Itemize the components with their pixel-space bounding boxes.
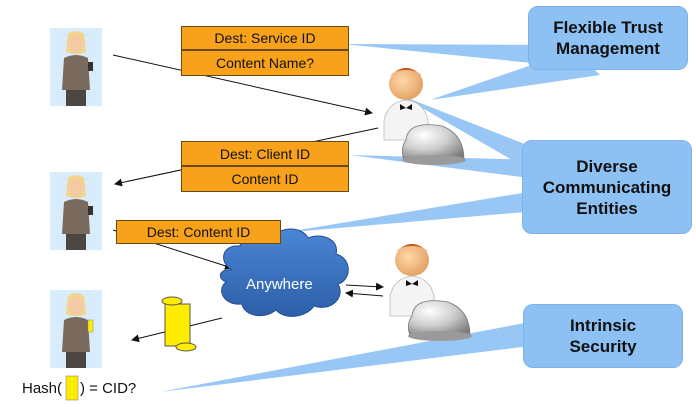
content-dest-box: Dest: Content ID [116,220,281,244]
pointer-security-to-hash [160,322,538,392]
arrow-client1-to-server1 [112,54,373,116]
arrow-server2-to-cloud [345,289,384,298]
server-waiter-1 [383,68,466,165]
cloud-label: Anywhere [246,276,313,293]
callout-trust-line-1: Flexible Trust [553,18,663,37]
pointer-diverse-to-content [281,190,548,233]
callout-diverse-line-2: Communicating [542,177,672,197]
callout-security-line-2: Security [569,337,637,356]
arrow-cloud-to-server2 [345,282,384,291]
callout-security-line-1: Intrinsic [569,316,637,335]
client-person-1 [50,28,102,106]
callout-flexible-trust: Flexible Trust Management [528,6,688,70]
callout-trust-line-2: Management [556,39,660,58]
hash-text-suffix: ) = CID? [80,380,137,397]
response-dest-box: Dest: Client ID [181,141,349,166]
callout-diverse-line-3: Entities [576,198,638,218]
callout-diverse-line-1: Diverse [576,156,638,176]
pointer-diverse-to-response [350,155,545,180]
client-person-2 [50,172,102,250]
hash-text-prefix: Hash( [22,380,63,397]
response-content-box: Content ID [181,166,349,192]
callout-diverse-entities: Diverse Communicating Entities [522,140,692,234]
hash-scroll-icon [65,375,79,401]
server-waiter-2 [389,244,472,341]
request-content-box: Content Name? [181,50,349,76]
content-scroll-icon [161,296,197,352]
callout-intrinsic-security: Intrinsic Security [523,304,683,368]
request-dest-box: Dest: Service ID [181,26,349,50]
client-person-3 [50,290,102,368]
